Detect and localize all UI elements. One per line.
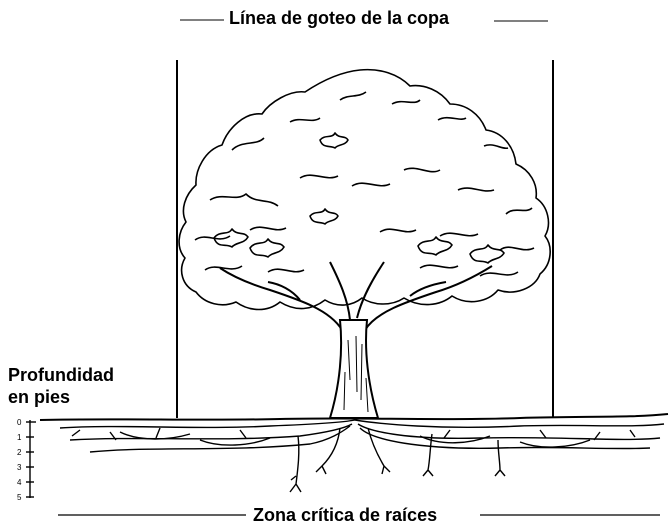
depth-tick-1: 1 xyxy=(17,433,22,442)
trunk-bark-texture xyxy=(343,335,369,413)
drip-line-title-rule xyxy=(180,19,548,22)
tree-canopy xyxy=(178,68,551,311)
root-system xyxy=(59,419,665,493)
depth-tick-4: 4 xyxy=(17,478,22,487)
depth-scale-labels: 0 1 2 3 4 5 xyxy=(17,418,22,502)
depth-tick-3: 3 xyxy=(17,463,22,472)
root-zone-title: Zona crítica de raíces xyxy=(253,505,438,525)
drip-line-title: Línea de goteo de la copa xyxy=(229,8,450,28)
depth-tick-0: 0 xyxy=(17,418,22,427)
depth-tick-5: 5 xyxy=(17,493,22,502)
depth-scale-axis xyxy=(26,420,36,498)
ground-surface xyxy=(39,413,669,421)
tree-trunk xyxy=(328,319,380,419)
tree-branches xyxy=(219,261,493,331)
depth-tick-2: 2 xyxy=(17,448,22,457)
depth-label-line2: en pies xyxy=(8,387,71,407)
depth-label-line1: Profundidad xyxy=(8,365,114,385)
